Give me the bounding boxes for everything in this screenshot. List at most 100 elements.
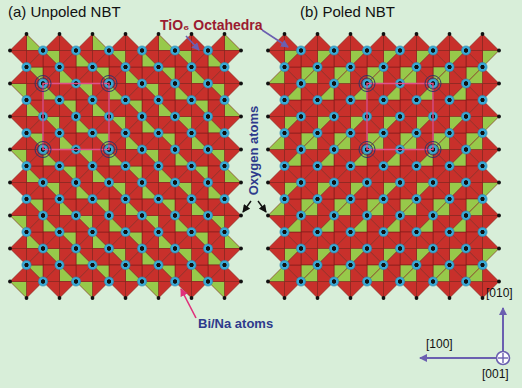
oxygen-atom xyxy=(415,230,419,234)
bi-na-atom xyxy=(280,260,289,269)
oxygen-atom xyxy=(349,131,353,135)
octahedron-face xyxy=(10,282,27,299)
oxygen-atom xyxy=(299,280,303,284)
oxygen-atom xyxy=(481,263,485,267)
oxygen-atom xyxy=(382,197,386,201)
oxygen-atom xyxy=(415,131,419,135)
oxygen-atom xyxy=(332,82,336,86)
oxygen-atom xyxy=(365,214,369,218)
oxygen-atom xyxy=(398,214,402,218)
oxygen-atom xyxy=(415,197,419,201)
oxygen-atom xyxy=(107,181,111,185)
oxygen-atom xyxy=(448,263,452,267)
oxygen-atom xyxy=(349,65,353,69)
oxygen-atom xyxy=(91,230,95,234)
oxygen-atom xyxy=(316,98,320,102)
oxygen-atom xyxy=(382,197,386,201)
oxygen-atom xyxy=(107,181,111,185)
bi-na-atom xyxy=(395,46,404,55)
bi-na-atom xyxy=(362,211,371,220)
oxygen-atom xyxy=(206,181,210,185)
oxygen-atom xyxy=(415,131,419,135)
oxygen-atom xyxy=(431,280,435,284)
oxygen-atom xyxy=(332,280,336,284)
oxygen-atom xyxy=(91,197,95,201)
oxygen-atom xyxy=(91,98,95,102)
bi-na-atom xyxy=(154,194,163,203)
oxygen-atom xyxy=(140,214,144,218)
oxygen-atom xyxy=(173,115,177,119)
oxygen-atom xyxy=(173,82,177,86)
oxygen-atom xyxy=(173,82,177,86)
oxygen-atom xyxy=(206,247,210,251)
oxygen-atom xyxy=(283,230,287,234)
oxygen-atom xyxy=(25,164,29,168)
oxygen-atom xyxy=(140,280,144,284)
bi-na-atom xyxy=(38,46,47,55)
oxygen-atom xyxy=(140,181,144,185)
oxygen-atom xyxy=(173,181,177,185)
oxygen-atom xyxy=(124,164,128,168)
oxygen-atom xyxy=(431,247,435,251)
bi-na-atom xyxy=(154,161,163,170)
bi-na-atom xyxy=(187,95,196,104)
bi-na-atom xyxy=(313,260,322,269)
oxygen-atom xyxy=(223,230,227,234)
oxygen-atom xyxy=(107,181,111,185)
oxygen-atom xyxy=(223,131,227,135)
oxygen-atom xyxy=(58,164,62,168)
part-label: Bi/Na atoms xyxy=(198,317,273,332)
oxygen-atom xyxy=(283,230,287,234)
bi-na-atom xyxy=(280,161,289,170)
oxygen-atom xyxy=(206,280,210,284)
oxygen-atom xyxy=(41,181,45,185)
oxygen-atom xyxy=(157,197,161,201)
oxygen-atom xyxy=(107,280,111,284)
oxygen-atom xyxy=(299,148,303,152)
oxygen-atom xyxy=(140,49,144,53)
oxygen-atom xyxy=(107,214,111,218)
oxygen-atom xyxy=(349,98,353,102)
oxygen-atom xyxy=(190,164,194,168)
oxygen-atom xyxy=(398,280,402,284)
oxygen-atom xyxy=(332,181,336,185)
oxygen-atom xyxy=(464,181,468,185)
oxygen-atom xyxy=(481,230,485,234)
oxygen-atom xyxy=(206,148,210,152)
oxygen-atom xyxy=(415,65,419,69)
oxygen-atom xyxy=(365,280,369,284)
bi-na-atom xyxy=(379,260,388,269)
oxygen-atom xyxy=(316,131,320,135)
oxygen-atom xyxy=(464,115,468,119)
oxygen-atom xyxy=(316,197,320,201)
bi-na-atom xyxy=(478,161,487,170)
oxygen-atom xyxy=(124,230,128,234)
bi-na-atom xyxy=(55,128,64,137)
oxygen-atom xyxy=(349,65,353,69)
bi-na-atom xyxy=(329,79,338,88)
oxygen-atom xyxy=(316,197,320,201)
oxygen-atom xyxy=(283,65,287,69)
oxygen-atom xyxy=(448,197,452,201)
oxygen-atom xyxy=(349,65,353,69)
bi-na-atom xyxy=(428,211,437,220)
oxygen-atom xyxy=(140,247,144,251)
atom-ring xyxy=(428,78,439,89)
oxygen-atom xyxy=(464,148,468,152)
oxygen-atom xyxy=(25,98,29,102)
oxygen-atom xyxy=(299,148,303,152)
oxygen-atom xyxy=(382,65,386,69)
oxygen-atom xyxy=(316,164,320,168)
bi-na-atom xyxy=(379,194,388,203)
oxygen-atom xyxy=(173,214,177,218)
octahedron-face xyxy=(483,34,500,51)
oxygen-atom xyxy=(299,115,303,119)
oxygen-atom xyxy=(157,197,161,201)
oxygen-atom xyxy=(74,247,78,251)
oxygen-atom xyxy=(74,115,78,119)
bi-na-atom xyxy=(104,178,113,187)
oxygen-atom xyxy=(223,263,227,267)
oxygen-atom xyxy=(74,280,78,284)
oxygen-atom xyxy=(58,131,62,135)
oxygen-atom xyxy=(74,214,78,218)
